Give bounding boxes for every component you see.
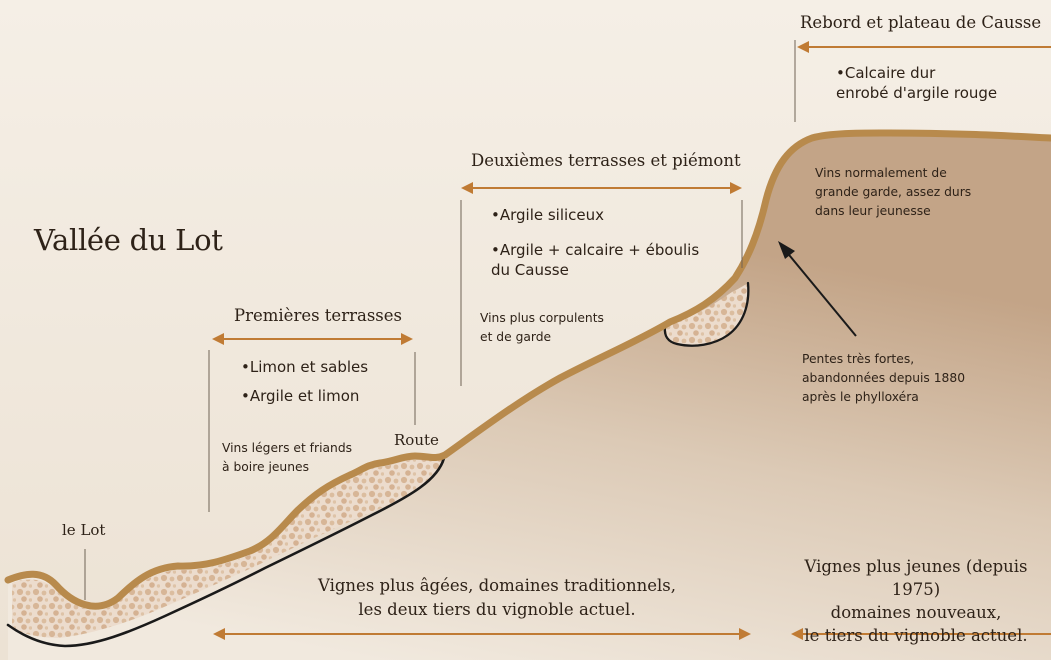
causse-wines-note: Vins normalement de grande garde, assez … [815,164,971,221]
premieres-soil-2: •Argile et limon [241,387,359,405]
premieres-soil-1: •Limon et sables [241,358,368,376]
premieres-terrasses-heading: Premières terrasses [234,306,402,325]
young-vines-caption: Vignes plus jeunes (depuis 1975) domaine… [781,555,1051,647]
deuxiemes-terrasses-heading: Deuxièmes terrasses et piémont [471,151,741,170]
causse-heading: Rebord et plateau de Causse [800,13,1041,32]
diagram-title: Vallée du Lot [34,223,223,257]
causse-soil: •Calcaire dur enrobé d'argile rouge [836,63,997,103]
deuxiemes-soil-2: •Argile + calcaire + éboulis du Causse [491,240,699,280]
deuxiemes-wines-note: Vins plus corpulents et de garde [480,309,604,347]
old-vines-caption: Vignes plus âgées, domaines traditionnel… [297,574,697,622]
lot-label: le Lot [62,521,105,539]
steep-slopes-note: Pentes très fortes, abandonnées depuis 1… [802,350,965,407]
route-label: Route [394,431,439,449]
premieres-wines-note: Vins légers et friands à boire jeunes [222,439,352,477]
deuxiemes-soil-1: •Argile siliceux [491,206,604,224]
